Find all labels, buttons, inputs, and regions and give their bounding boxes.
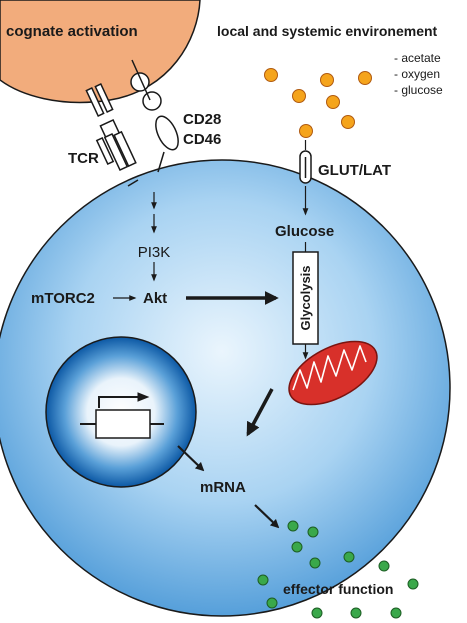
cd28-stalk xyxy=(131,59,151,101)
mrna-label: mRNA xyxy=(200,479,246,496)
effector-dot xyxy=(309,557,321,569)
costim-ligands xyxy=(130,72,162,111)
ligand-circle xyxy=(130,72,150,92)
effector-dot xyxy=(343,551,355,563)
glucose-label: Glucose xyxy=(275,223,334,240)
effector-dot xyxy=(390,607,402,619)
mtorc2-label: mTORC2 xyxy=(31,290,95,307)
glycolysis-label: Glycolysis xyxy=(298,265,313,330)
environment-title: local and systemic environement xyxy=(217,23,438,39)
effector-dot xyxy=(257,574,269,586)
cd28-label: CD28 xyxy=(183,111,221,128)
metabolite-dot xyxy=(299,124,313,138)
effector-dot xyxy=(407,578,419,590)
effector-dot xyxy=(266,597,278,609)
mito-to-mrna-arrow xyxy=(246,388,274,437)
cognate-activation-label: cognate activation xyxy=(6,23,138,40)
nucleus-to-mrna-arrow xyxy=(177,445,205,472)
antigen-presenting-cell xyxy=(0,0,201,104)
glut-lat-label: GLUT/LAT xyxy=(318,162,391,179)
metabolite-dot xyxy=(292,89,306,103)
effector-dot xyxy=(311,607,323,619)
effector-dot xyxy=(378,560,390,572)
tcr-complex xyxy=(85,83,139,187)
metabolite-dot xyxy=(264,68,278,82)
cd46-label: CD46 xyxy=(183,131,221,148)
t-cell xyxy=(0,159,451,617)
metabolite-dots xyxy=(264,68,372,138)
ligand-circle xyxy=(142,91,162,111)
effector-function-label: effector function xyxy=(283,581,393,597)
env-item-oxygen: - oxygen xyxy=(394,67,440,81)
akt-label: Akt xyxy=(143,290,167,307)
effector-dot xyxy=(287,520,299,532)
gene-locus xyxy=(80,392,164,439)
env-item-acetate: - acetate xyxy=(394,51,441,65)
pi3k-label: PI3K xyxy=(138,244,171,261)
metabolite-dot xyxy=(358,71,372,85)
effector-dots xyxy=(257,520,419,619)
effector-dot xyxy=(307,526,319,538)
signal-arrows xyxy=(113,192,157,301)
mrna-to-effector-arrow xyxy=(254,504,280,529)
mitochondrion xyxy=(288,340,378,406)
env-item-glucose: - glucose xyxy=(394,83,443,97)
cd28-receptor xyxy=(155,115,179,151)
effector-dot xyxy=(291,541,303,553)
glycolysis-box xyxy=(292,251,319,345)
metabolite-dot xyxy=(326,95,340,109)
metabolite-dot xyxy=(341,115,355,129)
effector-dot xyxy=(350,607,362,619)
tcr-label: TCR xyxy=(68,150,99,167)
metabolite-dot xyxy=(320,73,334,87)
